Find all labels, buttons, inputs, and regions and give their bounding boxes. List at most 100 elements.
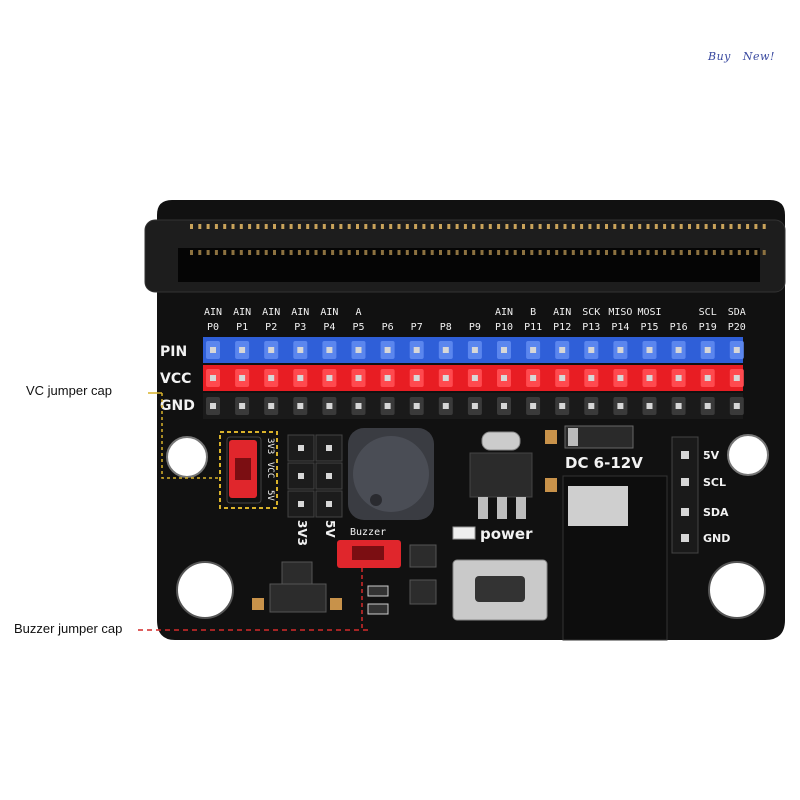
- edge-contact: [439, 224, 442, 229]
- header-pin-tip: [733, 403, 740, 409]
- regulator-leg: [497, 497, 507, 519]
- edge-contact: [679, 250, 683, 255]
- header-pin-tip: [297, 375, 304, 381]
- i2c-label-scl: SCL: [703, 476, 726, 489]
- edge-contact: [314, 250, 318, 255]
- vc-jumper-cap-shade: [235, 458, 251, 480]
- edge-contact: [513, 250, 517, 255]
- edge-contact: [256, 224, 260, 229]
- micro-usb-opening: [475, 576, 525, 602]
- edge-contact: [505, 224, 509, 229]
- mount-hole-left-top: [166, 436, 208, 478]
- edge-contact: [712, 224, 716, 229]
- edge-contact: [605, 224, 608, 229]
- header-cell-pin: [326, 473, 332, 479]
- header-pin-tip: [501, 403, 507, 409]
- header-pin-tip: [326, 375, 333, 381]
- header-pin-tip: [239, 347, 246, 353]
- edge-contact: [214, 224, 218, 229]
- edge-contact: [746, 250, 750, 255]
- edge-contact: [721, 250, 725, 255]
- function-label: AIN: [204, 307, 222, 318]
- edge-contact: [422, 224, 426, 229]
- diode-band: [568, 428, 578, 446]
- header-pin-tip: [646, 347, 653, 353]
- header-pin-tip: [530, 403, 537, 409]
- edge-contact: [314, 224, 318, 229]
- function-label: MISO: [608, 307, 632, 318]
- edge-contact: [405, 250, 409, 255]
- header-pin-tip: [384, 347, 391, 353]
- edge-contact: [198, 250, 202, 255]
- header-pin-tip: [530, 375, 537, 381]
- pin-label: P6: [382, 322, 394, 333]
- diode: [564, 425, 634, 449]
- edge-contact: [737, 224, 741, 229]
- edge-contact: [281, 224, 285, 229]
- header-pin-tip: [239, 375, 246, 381]
- edge-contact: [696, 224, 700, 229]
- edge-contact: [297, 250, 301, 255]
- pin-label: P1: [236, 322, 248, 333]
- mount-hole-right-top: [727, 434, 769, 476]
- smd-cap-4: [545, 478, 557, 492]
- power-header-2x3: [287, 434, 343, 518]
- edge-contact: [364, 250, 368, 255]
- smd-res-2: [367, 603, 389, 615]
- edge-contact: [522, 224, 525, 229]
- edge-contact: [472, 224, 476, 229]
- vc-jumper-highlight: [219, 431, 278, 509]
- header-cell-pin: [298, 445, 304, 451]
- edge-contact: [190, 224, 193, 229]
- buzzer-jumper-shade: [352, 546, 384, 560]
- badge-word-new: New!: [742, 50, 775, 63]
- edge-contact: [671, 224, 675, 229]
- header-pin-tip: [326, 403, 333, 409]
- edge-contact: [231, 250, 235, 255]
- header-pin-tip: [617, 375, 624, 381]
- dc-jack-socket: [568, 486, 628, 526]
- edge-contact: [679, 224, 683, 229]
- header-pin-tip: [559, 403, 566, 409]
- function-label: AIN: [262, 307, 280, 318]
- edge-contact: [571, 224, 575, 229]
- label-3v3: 3V3: [295, 520, 309, 546]
- edge-contact: [455, 250, 459, 255]
- edge-contact: [538, 224, 542, 229]
- header-pin-tip: [442, 375, 449, 381]
- header-pin-tip: [355, 403, 362, 409]
- function-label: A: [355, 307, 361, 318]
- edge-contact: [563, 250, 567, 255]
- header-pin-tip: [617, 403, 624, 409]
- edge-contact: [356, 224, 359, 229]
- edge-contact: [372, 224, 376, 229]
- edge-contact: [289, 224, 293, 229]
- function-label: AIN: [291, 307, 309, 318]
- edge-contact: [621, 250, 625, 255]
- row-label-vcc: VCC: [160, 371, 191, 387]
- header-pin-tip: [675, 347, 682, 353]
- vc-jumper-silk: 3V3 VCC 5V: [265, 438, 275, 501]
- header-pin-tip: [675, 403, 682, 409]
- mount-hole-left-bottom: [176, 561, 234, 619]
- edge-contact: [546, 224, 550, 229]
- pin-label: P7: [411, 322, 423, 333]
- edge-contact: [488, 250, 492, 255]
- edge-contact: [339, 250, 343, 255]
- header-pin-tip: [268, 375, 275, 381]
- edge-contact: [663, 250, 667, 255]
- header-pin-tip: [733, 347, 740, 353]
- buzzer-hole: [370, 494, 382, 506]
- edge-contact: [273, 224, 276, 229]
- edge-contact: [322, 224, 326, 229]
- edge-contact: [638, 224, 642, 229]
- i2c-pin: [681, 508, 689, 516]
- edge-contact: [397, 250, 401, 255]
- edge-contact: [588, 250, 592, 255]
- header-pin-tip: [442, 347, 449, 353]
- edge-contact: [646, 224, 650, 229]
- pin-label: P9: [469, 322, 481, 333]
- edge-contact: [497, 224, 501, 229]
